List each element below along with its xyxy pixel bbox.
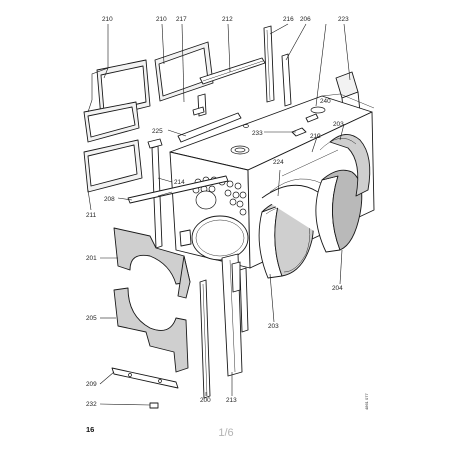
insulation-205: [113, 287, 189, 373]
upright-206: [281, 53, 292, 107]
label-206: 206: [300, 16, 311, 23]
part-labels: 210 210 217 212 216 206 223 240 225 233 …: [86, 16, 349, 408]
label-205: 205: [86, 315, 97, 322]
chamber-insulation-203-rear: [319, 134, 371, 197]
cover-strip-225: [177, 112, 242, 143]
pager-indicator: 1/6: [218, 427, 233, 439]
label-225: 225: [152, 128, 163, 135]
label-208: 208: [104, 196, 115, 203]
label-217: 217: [176, 16, 187, 23]
label-216: 216: [283, 16, 294, 23]
label-232: 232: [86, 401, 97, 408]
leader-lines: [87, 23, 351, 406]
burner-opening: [191, 215, 249, 261]
label-201: 201: [86, 255, 97, 262]
label-214: 214: [174, 179, 185, 186]
bracket-front: [179, 229, 192, 247]
clip-232: [149, 402, 159, 409]
rail-213: [221, 253, 243, 377]
label-212b: 212: [310, 133, 321, 140]
bar-208: [127, 175, 229, 204]
label-233: 233: [252, 130, 263, 137]
chamber-insulation-204: [315, 169, 363, 253]
label-211: 211: [86, 212, 97, 219]
rail-200: [199, 279, 211, 399]
page-number: 16: [86, 425, 94, 434]
label-209: 209: [86, 381, 97, 388]
label-210a: 210: [102, 16, 113, 23]
label-210b: 210: [156, 16, 167, 23]
label-224: 224: [273, 159, 284, 166]
insulation-201: [113, 227, 191, 299]
bracket-217: [192, 93, 207, 117]
label-223: 223: [338, 16, 349, 23]
label-240: 240: [320, 98, 331, 105]
label-203a: 203: [333, 121, 344, 128]
base-strip-209: [111, 367, 179, 389]
insulation-panel-210-left: [83, 59, 151, 143]
insulation-panel-211: [83, 139, 143, 193]
rail-right: [239, 267, 249, 333]
label-200: 200: [200, 397, 211, 404]
label-204: 204: [332, 285, 343, 292]
label-203b: 203: [268, 323, 279, 330]
label-213: 213: [226, 397, 237, 404]
drawing-code: 4861 077: [364, 393, 369, 410]
upright-216: [263, 25, 275, 103]
label-212a: 212: [222, 16, 233, 23]
